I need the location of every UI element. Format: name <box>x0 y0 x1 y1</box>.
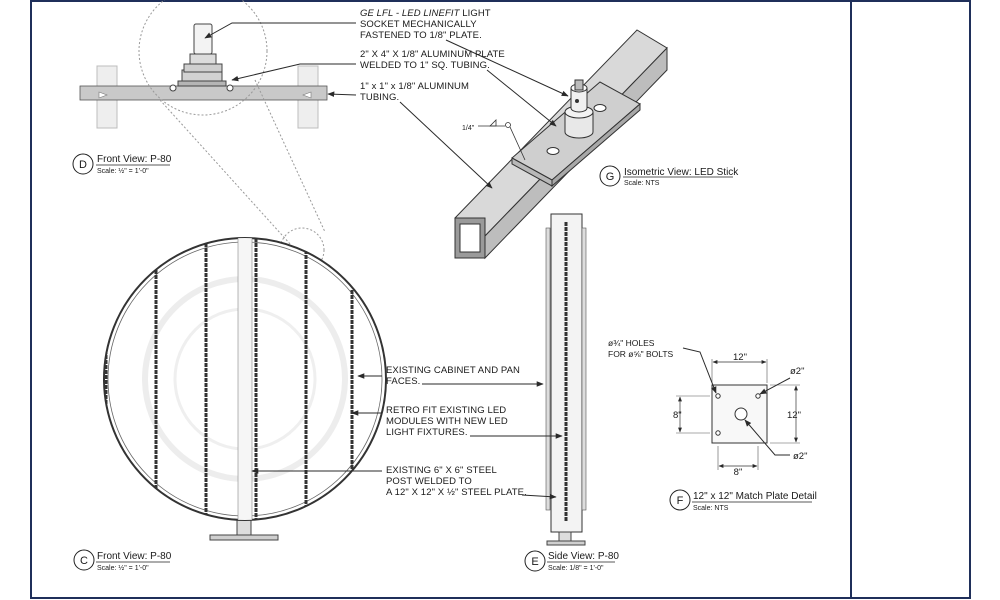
side-view-e-drawing <box>545 213 587 546</box>
detail-magnifier <box>138 0 326 273</box>
view-c-title: Front View: P-80 <box>97 551 172 562</box>
view-badge-e <box>524 550 546 572</box>
dim-plate-height: 12" <box>787 410 801 421</box>
view-badge-c-letter: C <box>80 555 88 567</box>
svg-text:GE LFL - LED LINEFIT LIGHT: GE LFL - LED LINEFIT LIGHT <box>360 8 491 19</box>
view-d-scale: Scale: ½" = 1'-0" <box>97 167 149 175</box>
view-badge-g-letter: G <box>606 171 615 183</box>
note-cabinet-line1: EXISTING CABINET AND PAN <box>386 365 520 376</box>
view-title-g: G Isometric View: LED Stick Scale: NTS <box>599 165 739 187</box>
view-d-title: Front View: P-80 <box>97 154 172 165</box>
view-badge-e-letter: E <box>531 556 538 568</box>
view-title-f: F 12" x 12" Match Plate Detail Scale: NT… <box>669 489 817 512</box>
view-c-scale: Scale: ½" = 1'-0" <box>97 564 149 572</box>
view-badge-g <box>599 165 621 187</box>
view-g-scale: Scale: NTS <box>624 180 660 187</box>
view-title-c: C Front View: P-80 Scale: ½" = 1'-0" <box>73 549 172 572</box>
view-title-e: E Side View: P-80 Scale: 1/8" = 1'-0" <box>524 550 619 572</box>
view-badge-f-letter: F <box>677 495 684 507</box>
note-socket-line2: SOCKET MECHANICALLY <box>360 19 477 30</box>
note-tubing: 1" x 1" x 1/8" ALUMINUM TUBING. <box>327 81 493 189</box>
view-e-scale: Scale: 1/8" = 1'-0" <box>548 565 604 572</box>
view-f-title: 12" x 12" Match Plate Detail <box>693 491 817 502</box>
dim-hole-vertical: 8" <box>673 410 682 421</box>
view-badge-d <box>72 153 94 175</box>
note-tubing-line2: TUBING. <box>360 92 399 103</box>
note-holes-line1: ø¾" HOLES <box>608 338 655 348</box>
front-view-d-drawing <box>79 65 328 129</box>
front-view-c-drawing <box>103 237 387 541</box>
note-plate-line2: WELDED TO 1" SQ. TUBING. <box>360 60 490 71</box>
isometric-view-g-drawing <box>454 29 668 260</box>
note-post-line3: A 12" X 12" X ½" STEEL PLATE. <box>386 487 527 498</box>
note-retrofit-line1: RETRO FIT EXISTING LED <box>386 405 506 416</box>
dim-hole-diameter-top: ø2" <box>790 366 804 377</box>
note-retrofit-line2: MODULES WITH NEW LED <box>386 416 508 427</box>
view-e-title: Side View: P-80 <box>548 551 619 562</box>
dim-hole-horizontal: 8" <box>734 467 743 478</box>
note-holes-line2: FOR ø⅝" BOLTS <box>608 349 674 359</box>
sheet-border <box>30 0 971 599</box>
note-retrofit: RETRO FIT EXISTING LED MODULES WITH NEW … <box>351 405 563 439</box>
dim-hole-diameter-bottom: ø2" <box>793 451 807 462</box>
view-badge-c <box>73 549 95 571</box>
view-f-scale: Scale: NTS <box>693 505 729 512</box>
note-plate-line1: 2" X 4" X 1/8" ALUMINUM PLATE <box>360 49 505 60</box>
note-post-line2: POST WELDED TO <box>386 476 472 487</box>
note-socket: GE LFL - LED LINEFIT LIGHT SOCKET MECHAN… <box>204 8 569 97</box>
match-plate-detail-f <box>676 347 800 470</box>
note-cabinet: EXISTING CABINET AND PAN FACES. <box>357 365 544 387</box>
note-socket-line1a: GE LFL - LED LINEFIT <box>360 8 461 19</box>
note-cabinet-line2: FACES. <box>386 376 420 387</box>
note-post: EXISTING 6" X 6" STEEL POST WELDED TO A … <box>251 465 557 500</box>
note-socket-line3: FASTENED TO 1/8" PLATE. <box>360 30 482 41</box>
note-socket-line1b: LIGHT <box>460 8 491 19</box>
view-title-d: D Front View: P-80 Scale: ½" = 1'-0" <box>72 153 172 175</box>
dim-plate-width: 12" <box>733 352 747 363</box>
weld-symbol-label: 1/4" <box>462 125 475 132</box>
note-plate: 2" X 4" X 1/8" ALUMINUM PLATE WELDED TO … <box>231 49 557 127</box>
note-post-line1: EXISTING 6" X 6" STEEL <box>386 465 497 476</box>
view-badge-f <box>669 489 691 511</box>
view-g-title: Isometric View: LED Stick <box>624 167 739 178</box>
note-tubing-line1: 1" x 1" x 1/8" ALUMINUM <box>360 81 469 92</box>
view-badge-d-letter: D <box>79 159 87 171</box>
note-retrofit-line3: LIGHT FIXTURES. <box>386 427 468 438</box>
